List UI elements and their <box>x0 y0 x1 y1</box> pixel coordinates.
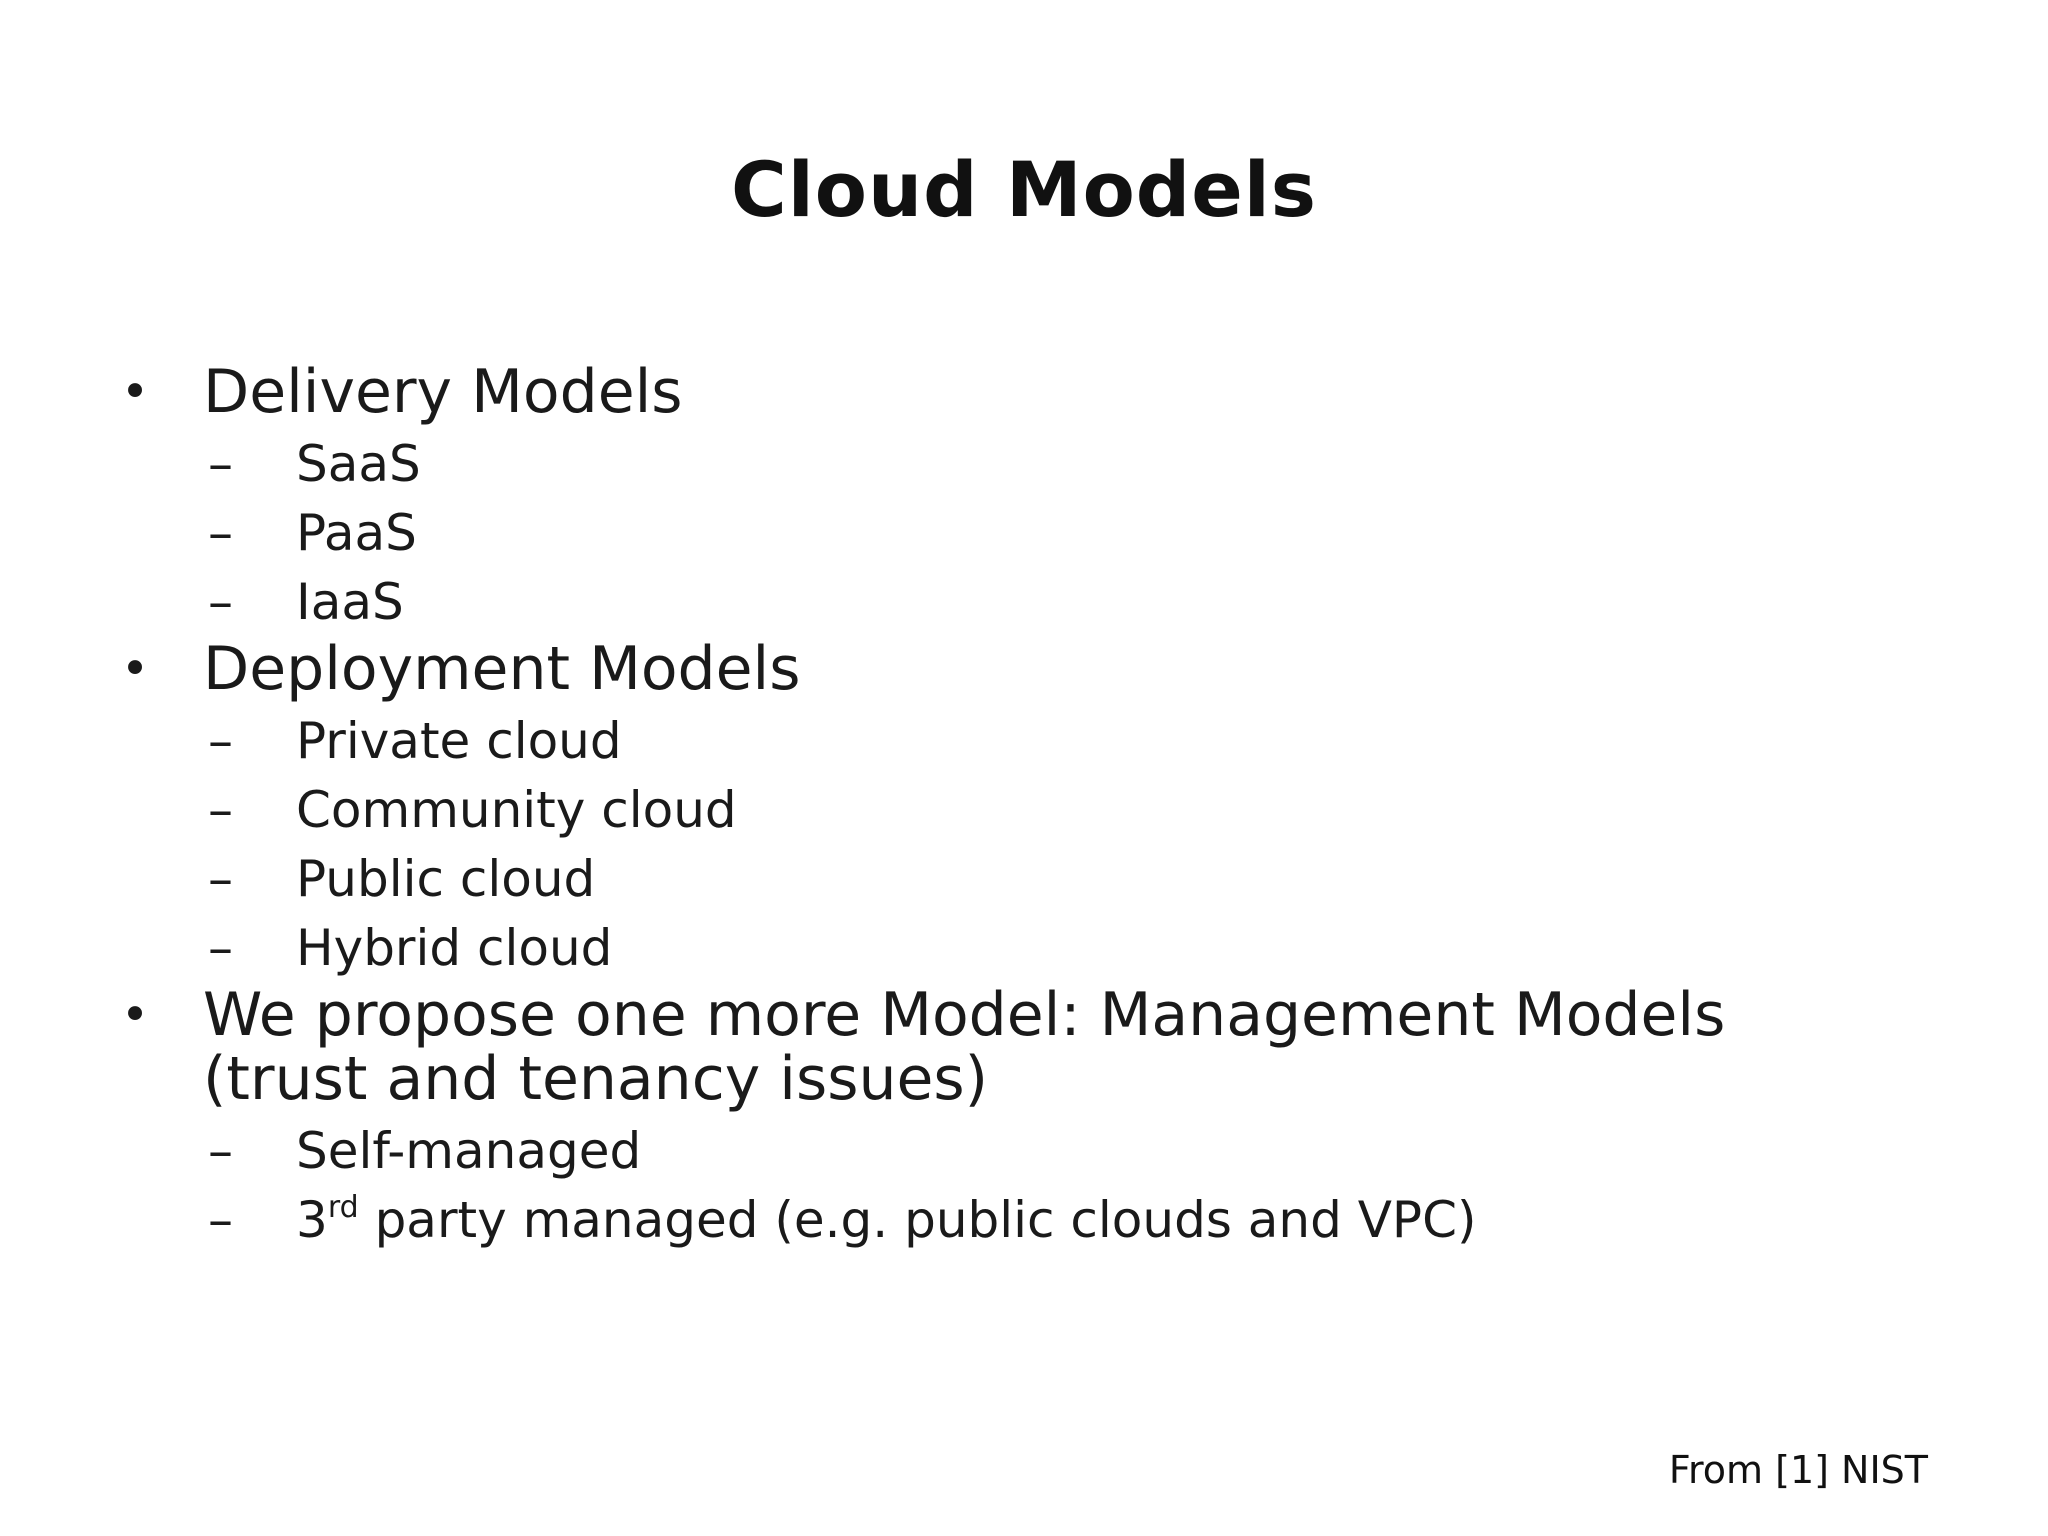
sub-item-third-party-managed: – 3rd party managed (e.g. public clouds … <box>208 1186 1940 1255</box>
sub-item-text: Self-managed <box>296 1122 642 1180</box>
dash-icon: – <box>208 781 233 839</box>
sub-item-text: PaaS <box>296 504 417 562</box>
dash-icon: – <box>208 1191 233 1249</box>
sub-item-prefix: 3 <box>296 1191 328 1249</box>
bullet-icon: • <box>120 987 150 1043</box>
source-citation: From [1] NIST <box>1668 1448 1928 1492</box>
slide-content: • Delivery Models – SaaS – PaaS – IaaS •… <box>120 360 1940 1255</box>
dash-icon: – <box>208 850 233 908</box>
sub-item-text: SaaS <box>296 435 421 493</box>
bullet-text-line2: (trust and tenancy issues) <box>203 1044 989 1114</box>
sub-item-self-managed: – Self-managed <box>208 1117 1940 1186</box>
bullet-deployment-models: • Deployment Models <box>120 637 1940 701</box>
slide-title: Cloud Models <box>730 145 1318 234</box>
delivery-models-list: – SaaS – PaaS – IaaS <box>208 430 1940 637</box>
sub-item-hybrid-cloud: – Hybrid cloud <box>208 914 1940 983</box>
dash-icon: – <box>208 1122 233 1180</box>
ordinal-superscript: rd <box>327 1190 359 1225</box>
deployment-models-list: – Private cloud – Community cloud – Publ… <box>208 707 1940 983</box>
dash-icon: – <box>208 504 233 562</box>
sub-item-iaas: – IaaS <box>208 568 1940 637</box>
bullet-text: Deployment Models <box>203 634 801 704</box>
bullet-text-line1: We propose one more Model: Management Mo… <box>203 980 1726 1050</box>
sub-item-text: Public cloud <box>296 850 596 908</box>
sub-item-community-cloud: – Community cloud <box>208 776 1940 845</box>
sub-item-suffix: party managed (e.g. public clouds and VP… <box>358 1191 1477 1249</box>
dash-icon: – <box>208 712 233 770</box>
sub-item-private-cloud: – Private cloud <box>208 707 1940 776</box>
sub-item-text: Hybrid cloud <box>296 919 613 977</box>
dash-icon: – <box>208 435 233 493</box>
sub-item-paas: – PaaS <box>208 499 1940 568</box>
bullet-management-models: • We propose one more Model: Management … <box>120 983 1940 1111</box>
management-models-list: – Self-managed – 3rd party managed (e.g.… <box>208 1117 1940 1255</box>
dash-icon: – <box>208 919 233 977</box>
sub-item-saas: – SaaS <box>208 430 1940 499</box>
sub-item-text: Private cloud <box>296 712 622 770</box>
bullet-delivery-models: • Delivery Models <box>120 360 1940 424</box>
bullet-icon: • <box>120 364 150 420</box>
bullet-icon: • <box>120 641 150 697</box>
sub-item-public-cloud: – Public cloud <box>208 845 1940 914</box>
sub-item-text: Community cloud <box>296 781 737 839</box>
bullet-text: Delivery Models <box>203 357 683 427</box>
dash-icon: – <box>208 573 233 631</box>
sub-item-text: IaaS <box>296 573 404 631</box>
